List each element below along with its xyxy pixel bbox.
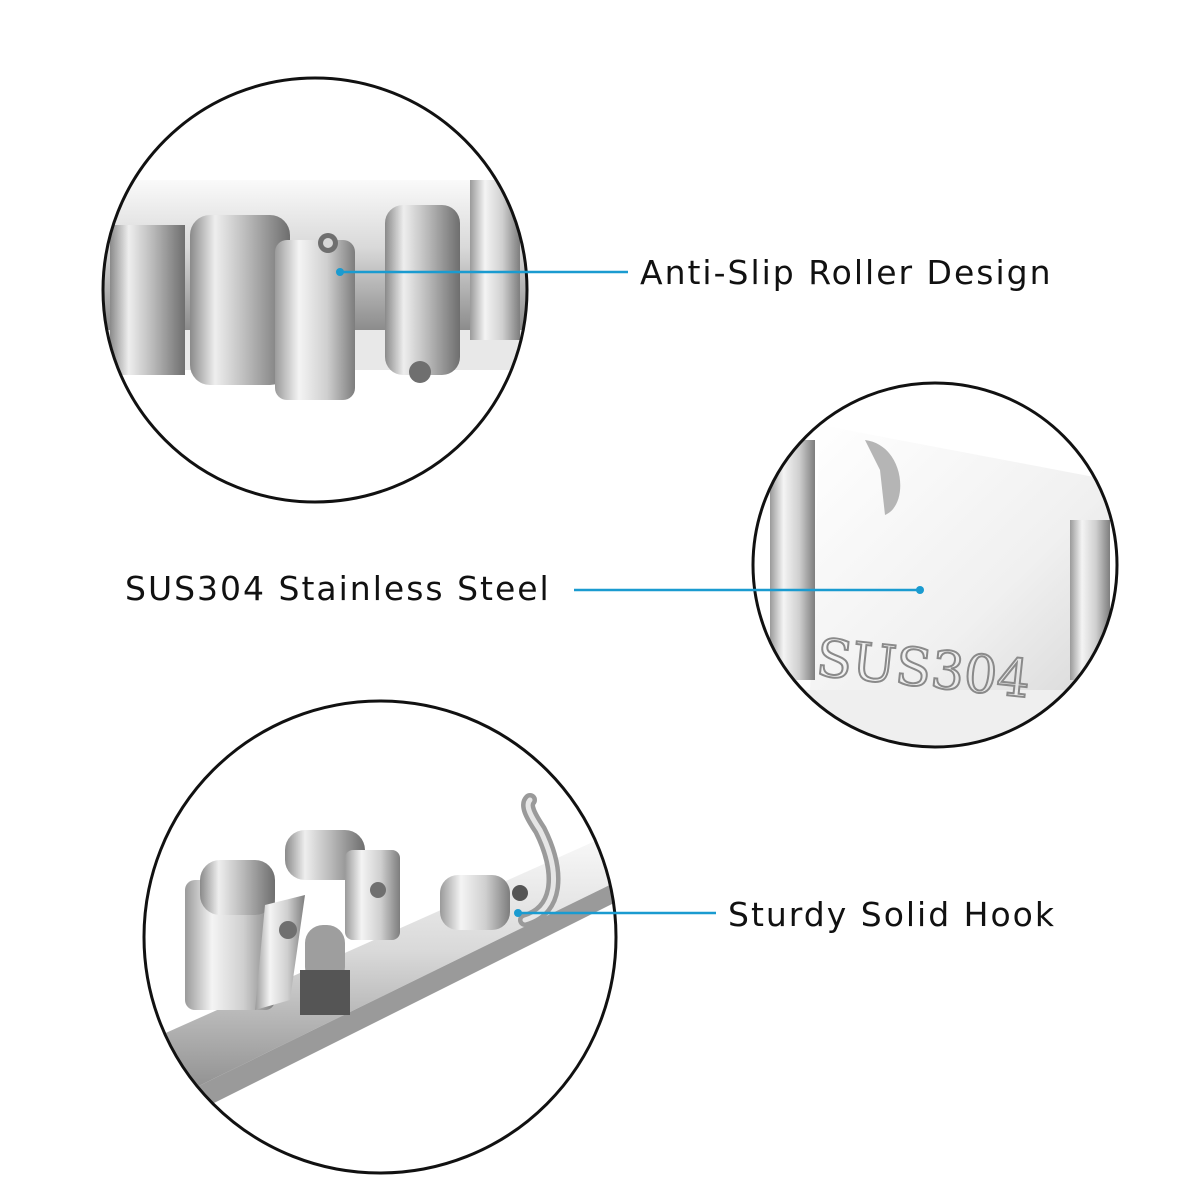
callout-roller bbox=[336, 268, 628, 276]
callout-hook bbox=[514, 909, 716, 917]
feature-label-roller: Anti-Slip Roller Design bbox=[640, 253, 1053, 292]
steel-detail-circle: SUS304 bbox=[751, 381, 1119, 749]
feature-label-steel: SUS304 Stainless Steel bbox=[125, 569, 551, 608]
callout-steel bbox=[574, 586, 924, 594]
hook-detail-circle bbox=[142, 699, 618, 1175]
feature-label-hook: Sturdy Solid Hook bbox=[728, 895, 1056, 934]
roller-detail-circle bbox=[101, 76, 529, 504]
